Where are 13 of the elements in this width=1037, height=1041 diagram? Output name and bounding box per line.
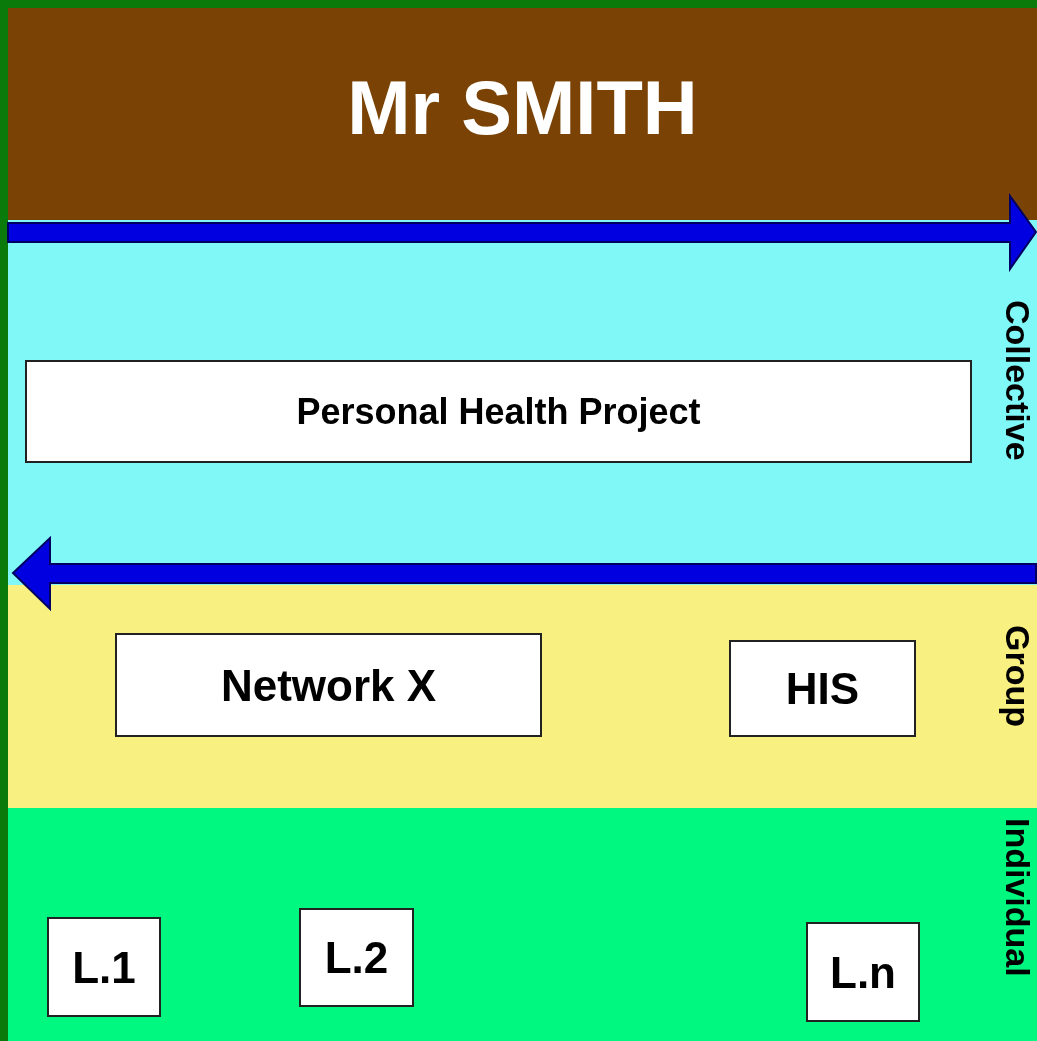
label-box: L.n [806, 922, 920, 1022]
layer-band [8, 808, 1037, 1041]
label-box: Personal Health Project [25, 360, 972, 463]
label-box: L.2 [299, 908, 414, 1007]
layer-label: Group [1001, 625, 1035, 727]
layer-label: Collective [1001, 300, 1035, 461]
label-box: Network X [115, 633, 542, 737]
label-box: HIS [729, 640, 916, 737]
layer-label: Individual [1001, 818, 1035, 977]
band-title: Mr SMITH [346, 70, 699, 146]
layer-band [8, 585, 1037, 808]
layer-band [8, 8, 1037, 220]
label-box: L.1 [47, 917, 161, 1017]
